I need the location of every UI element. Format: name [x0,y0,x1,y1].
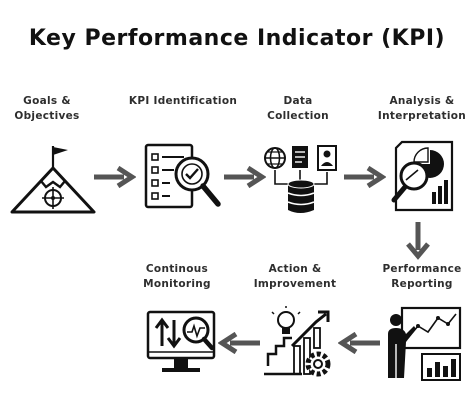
report-magnifier-icon [391,140,454,212]
arrow-down-4 [406,222,430,260]
mountain-flag-icon [10,146,96,214]
arrow-left-5 [338,332,380,354]
data-collection-icon [264,145,337,213]
page-title: Key Performance Indicator (KPI) [28,26,446,51]
arrow-right-3 [344,166,386,188]
monitor-arrows-icon [146,310,216,372]
step-label-kpi-identification: KPI Identification [128,95,238,107]
arrow-right-1 [94,166,136,188]
step-label-analysis: Analysis &Interpretation [377,95,467,122]
arrow-left-6 [218,332,260,354]
step-label-goals: Goals &Objectives [14,95,80,122]
presenter-board-icon [388,306,462,381]
arrow-right-2 [224,166,266,188]
checklist-magnifier-icon [144,143,221,209]
growth-gear-icon [264,306,331,377]
step-label-action: Action &Improvement [253,263,337,290]
